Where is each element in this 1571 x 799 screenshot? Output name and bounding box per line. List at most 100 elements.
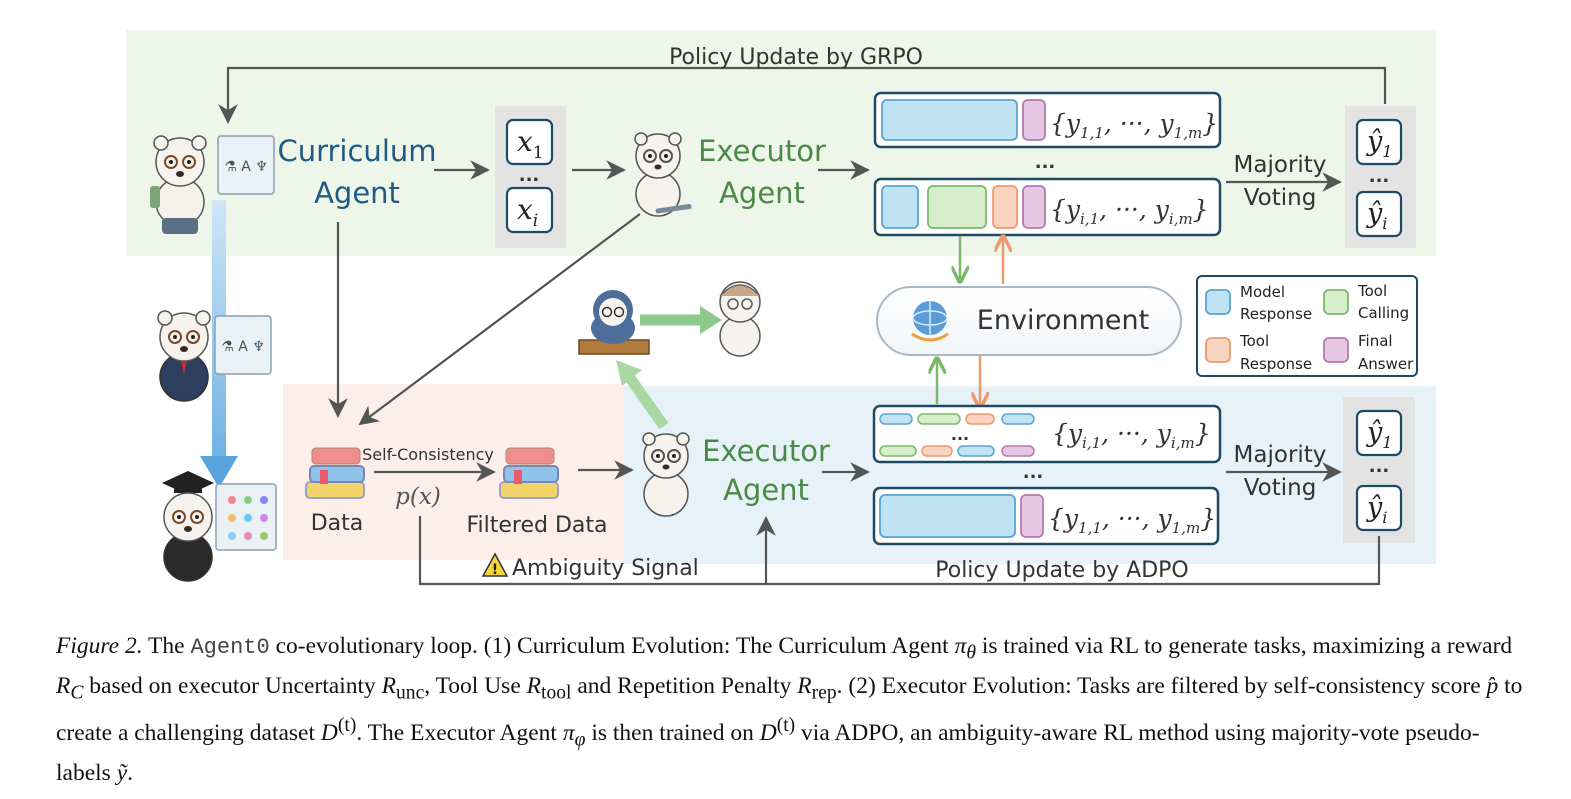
self-consistency-label: Self-Consistency bbox=[362, 445, 494, 464]
caption-text: via ADPO, an ambiguity-aware RL method u… bbox=[56, 720, 1480, 786]
responses-top-ellipsis: ... bbox=[1035, 152, 1056, 173]
caption-math: D bbox=[759, 720, 777, 747]
executor-bear-icon-top bbox=[634, 132, 692, 217]
caption-text: is then trained on bbox=[585, 720, 760, 747]
caption-math: φ bbox=[574, 729, 586, 751]
majority-voting-top-1: Majority bbox=[1234, 152, 1327, 178]
caption-text: to create a challenging dataset bbox=[56, 672, 1523, 747]
response-bottom-i-label: {yi,1, ···, yi,m} bbox=[1052, 419, 1211, 452]
executor-to-data-arrow bbox=[358, 213, 641, 426]
legend-final-answer-swatch bbox=[1323, 337, 1349, 363]
tool-calling-block bbox=[879, 445, 917, 457]
caption-text: , Tool Use bbox=[424, 672, 527, 699]
task-xi: xi bbox=[517, 193, 538, 231]
teacher-bear-icon bbox=[157, 310, 211, 402]
task-xi-box bbox=[505, 186, 554, 234]
svg-text:⚗ A ♆: ⚗ A ♆ bbox=[224, 159, 268, 175]
legend-model-response-1: Model bbox=[1240, 283, 1285, 301]
caption-math: unc bbox=[395, 682, 425, 704]
caption-math: R bbox=[56, 672, 71, 699]
model-response-block bbox=[1001, 413, 1035, 425]
executor-agent-bottom-label-2: Agent bbox=[723, 473, 809, 507]
globe-icon bbox=[911, 301, 949, 342]
executor-to-worker-arrowhead bbox=[616, 360, 642, 386]
model-response-block bbox=[879, 494, 1016, 538]
legend-tool-calling-swatch bbox=[1323, 289, 1349, 315]
caption-math: θ bbox=[966, 642, 976, 664]
final-answer-block bbox=[1022, 185, 1046, 229]
grpo-loop-arrow bbox=[218, 66, 1387, 124]
legend-box bbox=[1196, 275, 1418, 377]
majority-voting-bottom-2: Voting bbox=[1244, 475, 1317, 501]
figure-caption: Figure 2. The Agent0 co-evolutionary loo… bbox=[56, 630, 1526, 790]
svg-text:!: ! bbox=[492, 562, 498, 578]
executor-to-worker-arrow bbox=[625, 374, 669, 430]
final-answer-block bbox=[1020, 494, 1044, 538]
tool-response-block bbox=[965, 413, 995, 425]
legend-model-response-2: Response bbox=[1240, 305, 1312, 323]
model-response-block bbox=[879, 413, 913, 425]
legend-final-answer-2: Answer bbox=[1358, 355, 1414, 373]
p-hat-label: p(x) bbox=[395, 484, 441, 510]
astronaut-bear-icon bbox=[719, 281, 761, 357]
executor-agent-top-label-1: Executor bbox=[698, 134, 826, 168]
filtered-books-icon bbox=[499, 447, 559, 499]
figure-label: Figure 2. bbox=[56, 633, 143, 659]
yhat-top-ellipsis: ... bbox=[1369, 166, 1390, 187]
caption-math: π bbox=[954, 633, 967, 659]
tool-calling-block bbox=[917, 413, 961, 425]
warning-icon: ! bbox=[481, 552, 509, 578]
yhat-i-box-bottom bbox=[1355, 484, 1403, 532]
executor-agent-top-label-2: Agent bbox=[719, 176, 805, 210]
yhat-i-top: ŷi bbox=[1366, 198, 1387, 233]
tool-response-block bbox=[992, 185, 1018, 229]
ambiguity-signal-label: Ambiguity Signal bbox=[512, 556, 699, 581]
task-ellipsis: ... bbox=[519, 165, 540, 186]
worker-to-astronaut-arrowhead bbox=[700, 306, 722, 334]
caption-math: R bbox=[381, 672, 396, 699]
model-response-block bbox=[957, 445, 995, 457]
caption-math: R bbox=[526, 672, 541, 699]
worker-bear-icon bbox=[578, 290, 650, 355]
model-response-block bbox=[881, 185, 919, 229]
majority-voting-top-2: Voting bbox=[1244, 185, 1317, 211]
data-label: Data bbox=[311, 511, 364, 536]
executor-agent-bottom-label-1: Executor bbox=[702, 434, 830, 468]
final-answer-block bbox=[1022, 99, 1046, 141]
majority-voting-bottom-1: Majority bbox=[1234, 442, 1327, 468]
legend-tool-response-2: Response bbox=[1240, 355, 1312, 373]
professor-bear-icon bbox=[162, 471, 214, 582]
response-top-1-label: {y1,1, ···, y1,m} bbox=[1050, 109, 1218, 142]
executor-bear-icon-bottom bbox=[642, 432, 690, 517]
agent0-diagram: Policy Update by GRPO ⚗ A ♆ ⚗ A ♆ bbox=[126, 30, 1436, 586]
svg-text:⚗ A ♆: ⚗ A ♆ bbox=[221, 339, 265, 355]
caption-math: tool bbox=[541, 682, 572, 704]
yhat-1-box-bottom bbox=[1355, 409, 1403, 457]
response-bottom-inner-ellipsis: ... bbox=[951, 425, 969, 444]
task-x1-box bbox=[505, 118, 554, 166]
caption-math: C bbox=[70, 682, 84, 704]
caption-math: ỹ bbox=[116, 759, 128, 786]
curriculum-agent-label-1: Curriculum bbox=[277, 134, 436, 168]
yhat-1-box-top bbox=[1355, 118, 1403, 166]
legend-tool-calling-2: Calling bbox=[1358, 304, 1409, 322]
responses-bottom-ellipsis: ... bbox=[1023, 462, 1044, 483]
yhat-i-bottom: ŷi bbox=[1366, 492, 1387, 527]
caption-math: (t) bbox=[337, 715, 357, 737]
caption-text: The bbox=[142, 633, 191, 659]
board-icon-3 bbox=[215, 483, 277, 551]
filtered-data-label: Filtered Data bbox=[466, 513, 607, 538]
response-bottom-1-label: {y1,1, ···, y1,m} bbox=[1048, 504, 1216, 537]
legend-tool-response-1: Tool bbox=[1239, 332, 1269, 350]
caption-text: . bbox=[127, 759, 134, 786]
board-icon-1: ⚗ A ♆ bbox=[217, 135, 275, 195]
caption-agent0: Agent0 bbox=[190, 635, 270, 660]
yhat-i-box-top bbox=[1355, 190, 1403, 238]
grpo-label: Policy Update by GRPO bbox=[669, 45, 923, 70]
adpo-loop-line bbox=[418, 516, 1381, 586]
legend-tool-response-swatch bbox=[1205, 337, 1231, 363]
tool-calling-block bbox=[927, 185, 987, 229]
caption-math: p̂ bbox=[1486, 672, 1499, 699]
legend-tool-calling-1: Tool bbox=[1357, 282, 1387, 300]
caption-text: and Repetition Penalty bbox=[571, 672, 798, 699]
